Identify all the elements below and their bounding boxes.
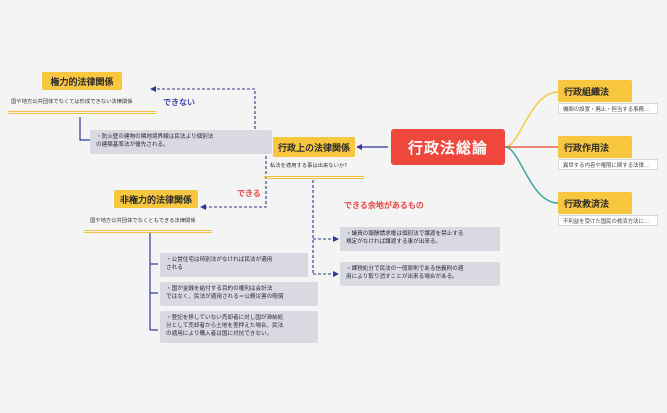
right-node-action[interactable]: 行政作用法	[558, 136, 632, 158]
center-underline	[264, 178, 364, 179]
nonpower-link-label: できる	[237, 189, 261, 198]
nonpower-note: ・登記を移していない売却者に対し国が滞納処 分として売却者から土地を差押えた場合…	[160, 311, 318, 343]
power-underline	[8, 113, 156, 114]
possible-note: ・課税処分で民法の一般原則である信義則の適 用により取り消すことが出来る場合があ…	[340, 262, 500, 286]
possible-note: ・議員の報酬請求権は個別法で譲渡を禁止する 規定がなければ譲渡する事が出来る。	[340, 227, 500, 251]
possible-label: できる余地があるもの	[344, 201, 424, 210]
right-node-title: 行政作用法	[564, 143, 610, 154]
right-node-desc: 異世する内容や権限に関する法律...	[558, 159, 658, 170]
power-title: 権力的法律関係	[50, 77, 114, 88]
power-underline	[8, 111, 156, 112]
right-node-title: 行政救済法	[564, 199, 610, 210]
power-note: ・防火壁の建物の隣地境界線は民法より個別法 の建築基準法が優先される。	[90, 130, 272, 154]
center-subtitle: 私法を適用する事は出来ないか?	[270, 163, 347, 169]
nonpower-subtitle: 国や地方公共団体でなくともできる法律関係	[90, 218, 196, 224]
right-node-desc: 不利益を受けた国民の救済方法に...	[558, 215, 658, 226]
nonpower-underline	[84, 232, 212, 233]
nonpower-underline	[84, 230, 212, 231]
right-node-title: 行政組織法	[564, 87, 610, 98]
right-node-desc: 機関の設置・廃止・担当する事務...	[558, 103, 658, 114]
root-node[interactable]: 行政法総論	[391, 129, 505, 165]
nonpower-note: ・公営住宅は特別法がなければ民法が適用 される	[160, 253, 308, 277]
power-link-label: できない	[163, 98, 195, 107]
center-title: 行政上の法律関係	[277, 143, 350, 154]
nonpower-node[interactable]: 非権力的法律関係	[114, 190, 198, 208]
power-node[interactable]: 権力的法律関係	[42, 72, 122, 90]
center-underline	[264, 176, 364, 177]
right-node-remedy[interactable]: 行政救済法	[558, 192, 632, 214]
nonpower-title: 非権力的法律関係	[119, 195, 192, 206]
power-subtitle: 国や地方公共団体でなくては形成できない法律関係	[11, 99, 133, 105]
nonpower-note: ・国が金銭を給付する目的の権利は会計法 ではなく、民法が適用される＝公務災害の賠…	[160, 282, 318, 306]
root-title: 行政法総論	[407, 138, 488, 157]
right-node-organization[interactable]: 行政組織法	[558, 80, 632, 102]
center-node[interactable]: 行政上の法律関係	[273, 137, 355, 157]
